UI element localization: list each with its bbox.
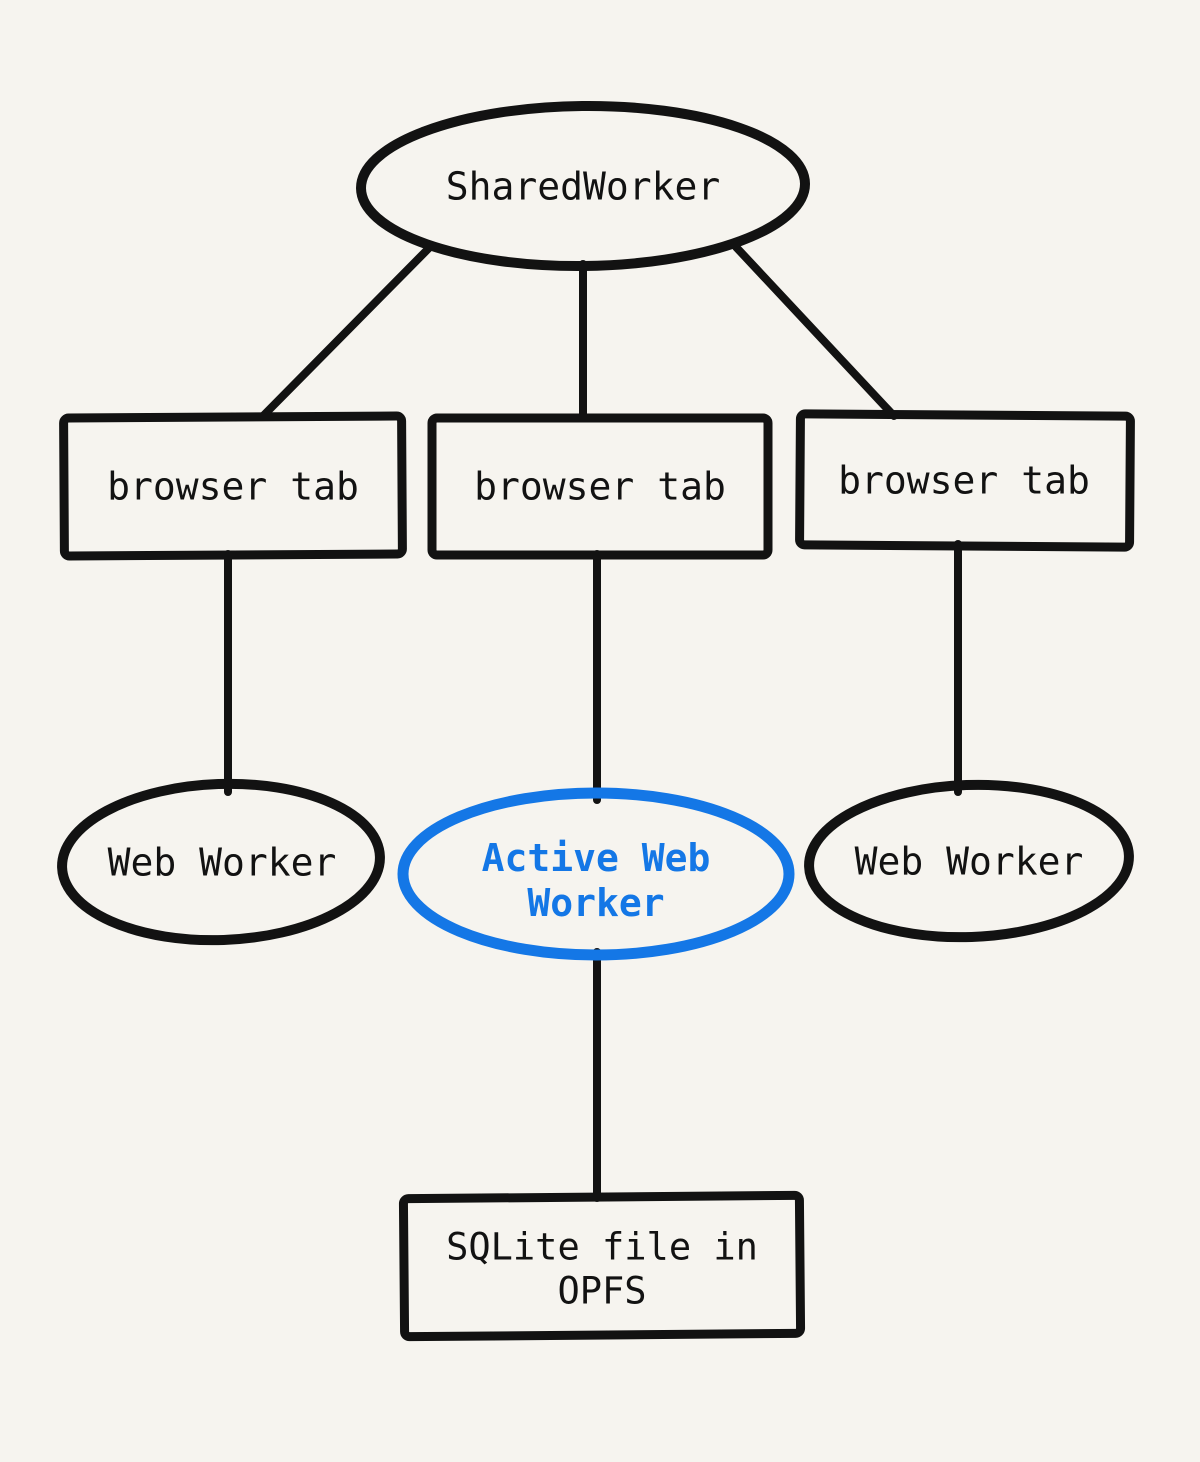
active-web-worker-label-line-1: Active Web	[481, 836, 711, 881]
browser-tab-3-label: browser tab	[838, 458, 1090, 503]
browser-tab-2-box	[427, 413, 773, 560]
web-worker-1-label: Web Worker	[107, 840, 337, 885]
edge-sharedworker-to-browser-tab-3	[732, 243, 898, 420]
browser-tab-3-box	[795, 409, 1135, 552]
sqlite-file-box	[398, 1190, 806, 1342]
active-web-worker-label: Active Web Worker	[482, 836, 711, 926]
sharedworker-label: SharedWorker	[445, 164, 721, 209]
browser-tab-2-label: browser tab	[474, 464, 726, 509]
sqlite-file-label-line-1: SQLite file in	[446, 1225, 758, 1269]
web-worker-2-ellipse	[804, 779, 1134, 943]
web-worker-2-label: Web Worker	[854, 839, 1084, 884]
active-web-worker-ellipse	[397, 787, 795, 961]
browser-tab-1-label: browser tab	[107, 464, 359, 509]
browser-tab-1-box	[59, 411, 407, 561]
web-worker-1-ellipse	[57, 778, 385, 946]
sqlite-file-label: SQLite file in OPFS	[446, 1226, 758, 1315]
edge-sharedworker-to-browser-tab-1	[259, 243, 434, 420]
sharedworker-ellipse	[356, 100, 810, 272]
sqlite-file-label-line-2: OPFS	[557, 1270, 647, 1313]
active-web-worker-label-line-2: Worker	[527, 881, 665, 925]
